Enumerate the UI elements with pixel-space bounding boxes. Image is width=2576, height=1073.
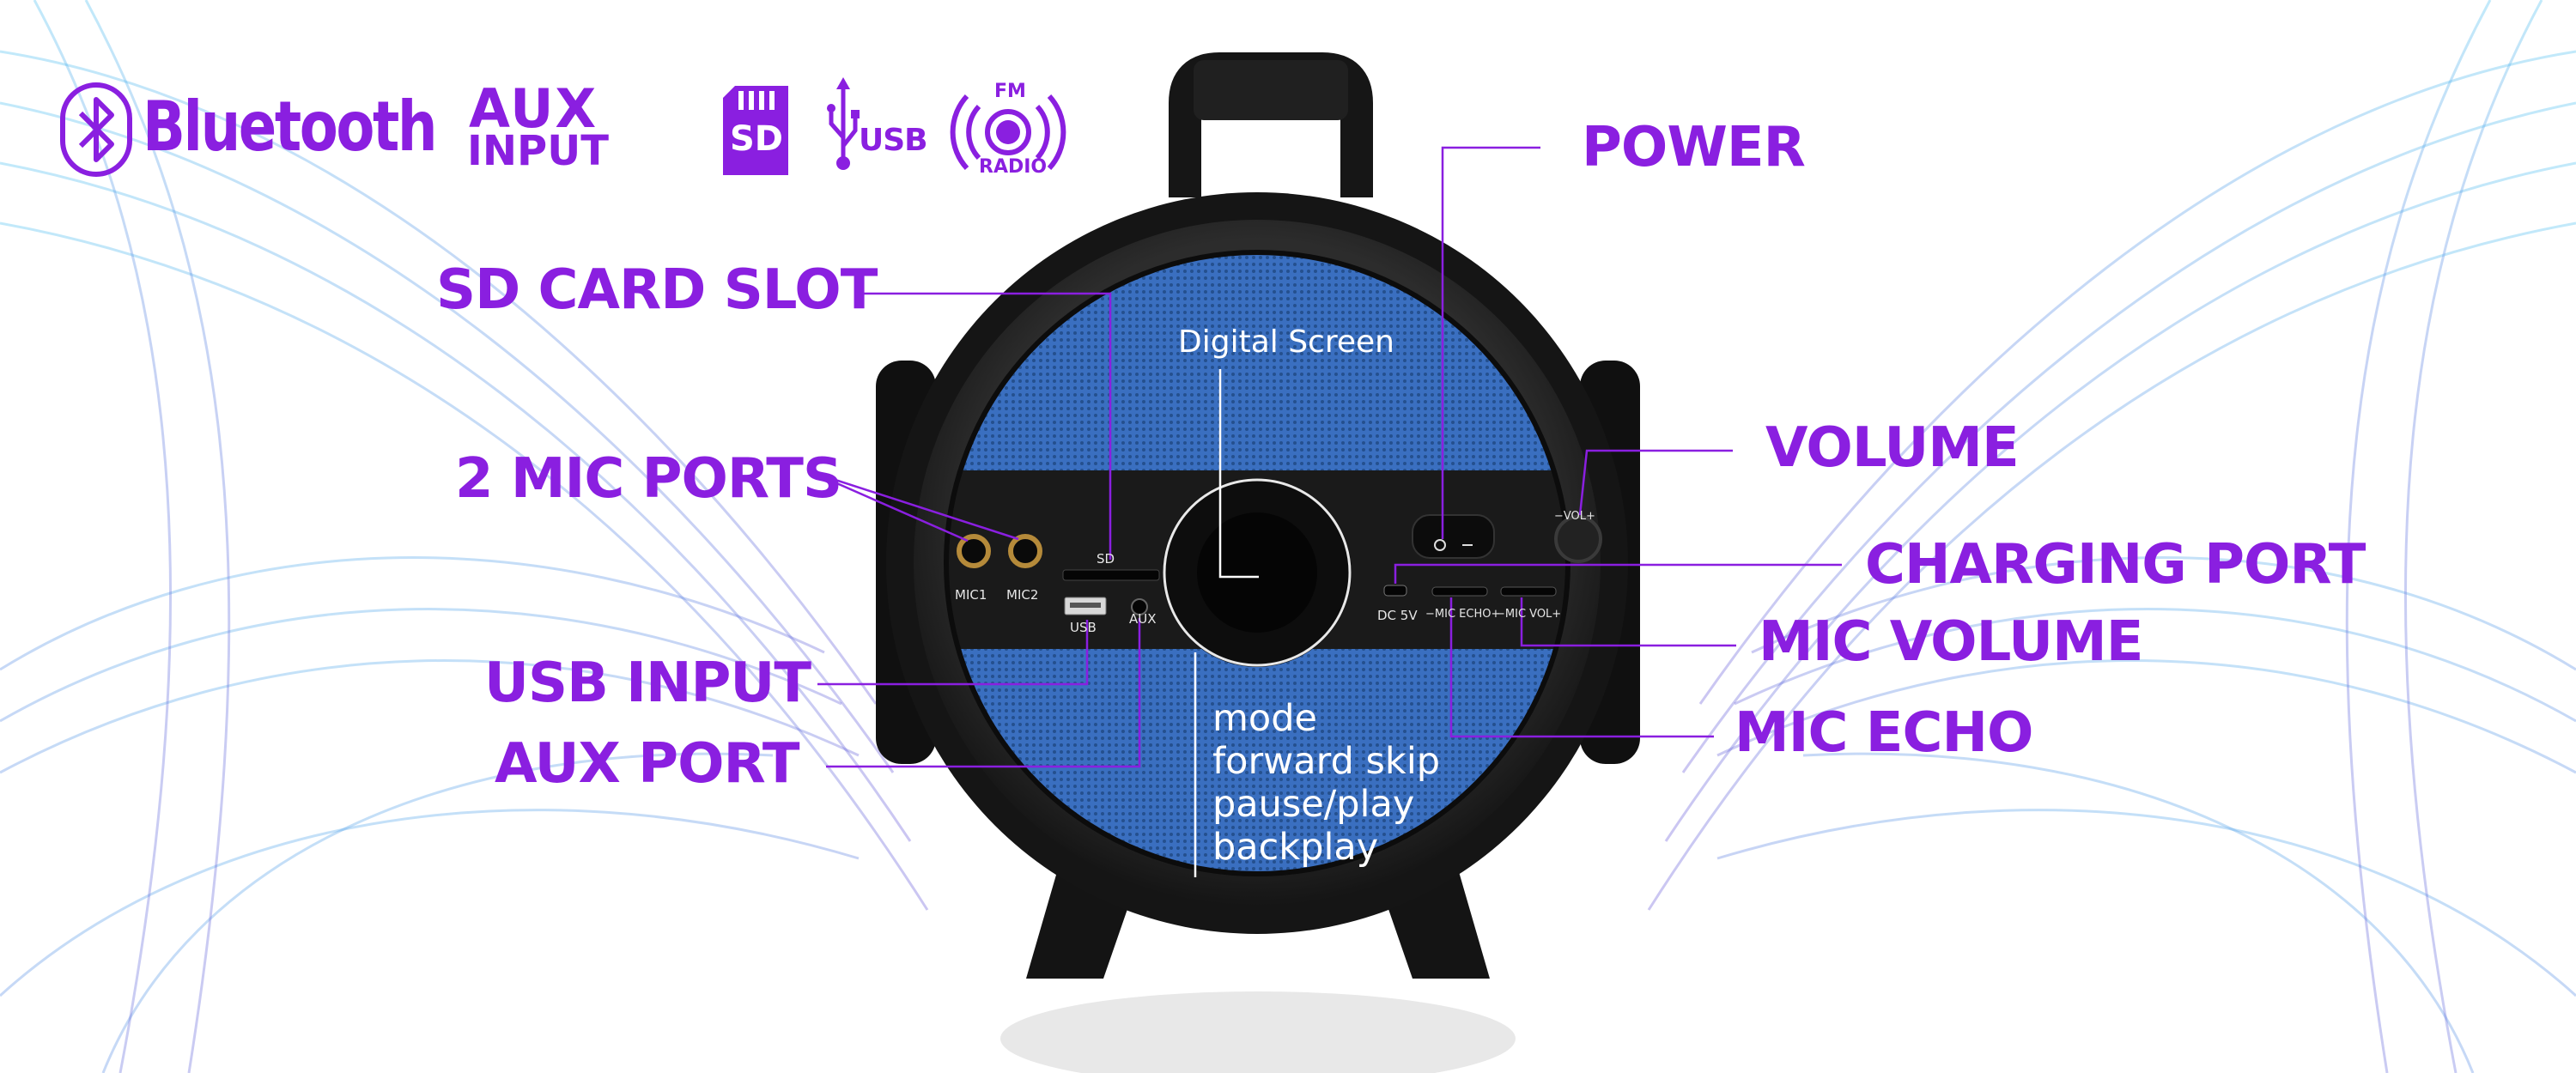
floor-reflection bbox=[1000, 991, 1516, 1073]
aux-input-logo-text: INPUT bbox=[467, 127, 609, 175]
control-function-item: pause/play bbox=[1212, 783, 1415, 826]
aux-jack bbox=[1131, 598, 1148, 615]
bluetooth-logo-text: Bluetooth bbox=[143, 87, 438, 167]
bluetooth-icon bbox=[60, 82, 132, 177]
callout-aux-port: AUX PORT bbox=[495, 732, 800, 796]
port-label-mic-echo: −MIC ECHO+ bbox=[1425, 608, 1501, 621]
mic2-jack bbox=[1008, 534, 1042, 568]
callout-charging-port: CHARGING PORT bbox=[1865, 533, 2366, 597]
volume-knob bbox=[1554, 515, 1602, 563]
port-label-usb: USB bbox=[1070, 620, 1097, 635]
aux-logo-text: AUX bbox=[469, 77, 598, 140]
handle-grip bbox=[1194, 60, 1348, 120]
fm-logo-text: FM bbox=[994, 81, 1026, 102]
control-function-list: mode forward skip pause/play backplay bbox=[1212, 697, 1440, 869]
control-function-item: forward skip bbox=[1212, 740, 1441, 783]
callout-power: POWER bbox=[1582, 116, 1806, 179]
mic-vol-knob bbox=[1500, 586, 1557, 597]
callout-mic-ports: 2 MIC PORTS bbox=[455, 447, 842, 511]
port-label-dc: DC 5V bbox=[1377, 608, 1418, 623]
indicator-lines bbox=[1194, 369, 1259, 877]
callout-lines bbox=[811, 146, 1842, 768]
mic-echo-knob bbox=[1431, 586, 1488, 597]
usb-logo-text: USB bbox=[859, 123, 928, 158]
port-label-mic2: MIC2 bbox=[1006, 587, 1039, 603]
power-switch bbox=[1412, 514, 1495, 559]
dc-port bbox=[1383, 585, 1407, 597]
digital-screen-label: Digital Screen bbox=[1178, 324, 1394, 360]
control-function-item: mode bbox=[1212, 697, 1317, 740]
port-label-vol: −VOL+ bbox=[1554, 510, 1595, 523]
sd-logo-text: SD bbox=[730, 119, 784, 159]
fm-radio-icon bbox=[950, 94, 1066, 171]
usb-icon bbox=[827, 77, 860, 170]
callout-sd-card-slot: SD CARD SLOT bbox=[436, 258, 878, 322]
port-label-aux: AUX bbox=[1129, 611, 1157, 627]
mic1-jack bbox=[957, 534, 991, 568]
callout-mic-volume: MIC VOLUME bbox=[1759, 610, 2143, 674]
sd-card-icon bbox=[723, 86, 788, 175]
radio-logo-text: RADIO bbox=[979, 156, 1048, 178]
port-label-mic-vol: −MIC VOL+ bbox=[1496, 608, 1562, 621]
port-label-mic1: MIC1 bbox=[955, 587, 987, 603]
sd-slot bbox=[1062, 569, 1160, 581]
callout-volume: VOLUME bbox=[1765, 416, 2020, 480]
callout-usb-input: USB INPUT bbox=[484, 652, 811, 715]
port-label-sd: SD bbox=[1097, 551, 1115, 567]
callout-mic-echo: MIC ECHO bbox=[1735, 701, 2033, 765]
control-function-item: backplay bbox=[1212, 826, 1379, 869]
